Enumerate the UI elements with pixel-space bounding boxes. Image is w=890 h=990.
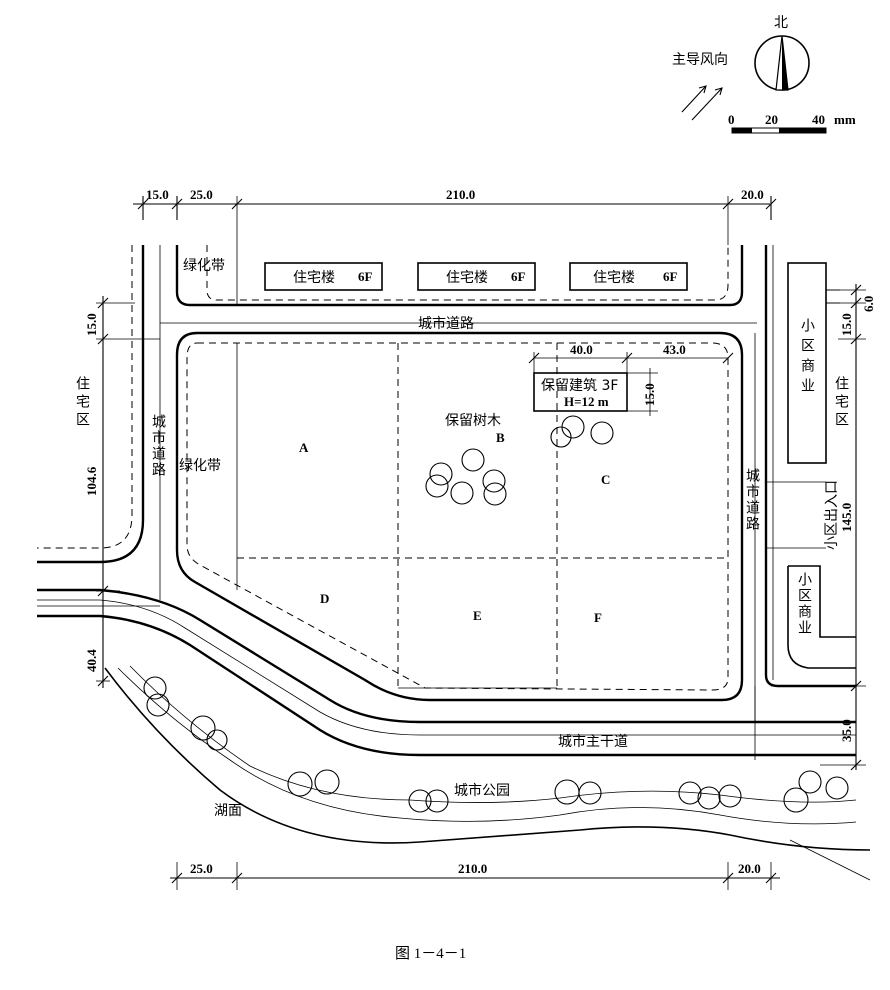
res-building-1-floors: 6F xyxy=(358,269,373,284)
dim-top-25: 25.0 xyxy=(190,187,213,202)
labels: 绿化带 住宅楼 6F 住宅楼 6F 住宅楼 6F 城市道路 住宅区 城市道路 绿… xyxy=(74,258,849,962)
res-building-2-label: 住宅楼 xyxy=(446,270,488,286)
figure-caption: 图 1－4－1 xyxy=(395,945,466,962)
preserved-building-height: H=12 m xyxy=(564,394,609,409)
green-belt-top-label: 绿化带 xyxy=(183,258,225,274)
dim-top-210: 210.0 xyxy=(446,187,475,202)
wind-direction-icon: 主导风向 xyxy=(672,52,728,121)
residential-building-2 xyxy=(417,262,536,291)
preserved-building: 保留建筑 3F H=12 m 40.0 43.0 15.0 xyxy=(528,342,734,416)
dim-bottom-25: 25.0 xyxy=(190,861,213,876)
commercial-block-top xyxy=(787,262,827,464)
dim-top-20: 20.0 xyxy=(741,187,764,202)
main-road-label: 城市主干道 xyxy=(558,733,628,750)
scale-bar: 0 20 40 mm xyxy=(728,112,856,134)
dim-left-15: 15.0 xyxy=(84,313,99,336)
dim-left-104: 104.6 xyxy=(84,466,99,496)
dim-left-40: 40.4 xyxy=(84,649,99,672)
city-road-top-label: 城市道路 xyxy=(418,315,474,332)
commercial-top-label: 小区商业 xyxy=(799,318,815,398)
plot-c-label: C xyxy=(601,472,610,487)
res-building-1-label: 住宅楼 xyxy=(293,270,335,286)
residential-building-1 xyxy=(264,262,383,291)
bottom-dimension: 25.0 210.0 20.0 xyxy=(170,861,780,890)
plot-d-label: D xyxy=(320,591,329,606)
dim-right-145: 145.0 xyxy=(839,503,854,532)
residential-right-label: 住宅区 xyxy=(833,376,849,430)
plot-b-label: B xyxy=(496,430,505,445)
dim-right-35: 35.0 xyxy=(839,719,854,742)
res-building-3-floors: 6F xyxy=(663,269,678,284)
city-road-left-label: 城市道路 xyxy=(150,414,166,478)
commercial-block-bottom xyxy=(787,566,856,669)
top-dimension: 15.0 25.0 210.0 20.0 xyxy=(133,187,777,305)
dim-right-15: 15.0 xyxy=(839,313,854,336)
scale-tick-40: 40 xyxy=(812,112,825,127)
top-residential-block xyxy=(175,245,744,307)
wind-label: 主导风向 xyxy=(672,52,728,68)
plot-f-label: F xyxy=(594,610,602,625)
lake-label: 湖面 xyxy=(214,803,242,819)
left-road xyxy=(37,245,161,607)
preserved-building-label: 保留建筑 3F xyxy=(541,378,618,394)
residential-left-label: 住宅区 xyxy=(74,376,90,430)
scale-unit: mm xyxy=(834,112,856,127)
left-dimension: 15.0 104.6 40.4 xyxy=(84,296,160,688)
dim-building-40: 40.0 xyxy=(570,342,593,357)
entrance-label: 小区出入口 xyxy=(824,480,840,550)
right-road-and-commercial xyxy=(754,245,856,760)
dim-right-6: 6.0 xyxy=(861,296,876,312)
preserved-trees-label: 保留树木 xyxy=(445,413,501,429)
city-road-right-label: 城市道路 xyxy=(744,468,760,532)
preserved-trees xyxy=(425,415,614,506)
dim-building-15: 15.0 xyxy=(642,383,657,406)
plot-a-label: A xyxy=(299,440,309,455)
main-site xyxy=(175,331,744,702)
north-label: 北 xyxy=(774,15,788,31)
north-arrow: 北 xyxy=(754,15,810,91)
commercial-bottom-label: 小区商业 xyxy=(796,572,812,636)
park-trees xyxy=(143,676,849,813)
res-building-2-floors: 6F xyxy=(511,269,526,284)
res-building-3-label: 住宅楼 xyxy=(593,270,635,286)
scale-tick-20: 20 xyxy=(765,112,778,127)
dim-top-15: 15.0 xyxy=(146,187,169,202)
park-and-lake xyxy=(104,665,871,881)
main-arterial-road xyxy=(37,588,856,757)
dim-bottom-210: 210.0 xyxy=(458,861,487,876)
residential-building-3 xyxy=(569,262,688,291)
green-belt-left-label: 绿化带 xyxy=(179,458,221,474)
plot-e-label: E xyxy=(473,608,482,623)
dim-bottom-20: 20.0 xyxy=(738,861,761,876)
scale-tick-0: 0 xyxy=(728,112,735,127)
dim-building-43: 43.0 xyxy=(663,342,686,357)
city-park-label: 城市公园 xyxy=(454,782,510,799)
